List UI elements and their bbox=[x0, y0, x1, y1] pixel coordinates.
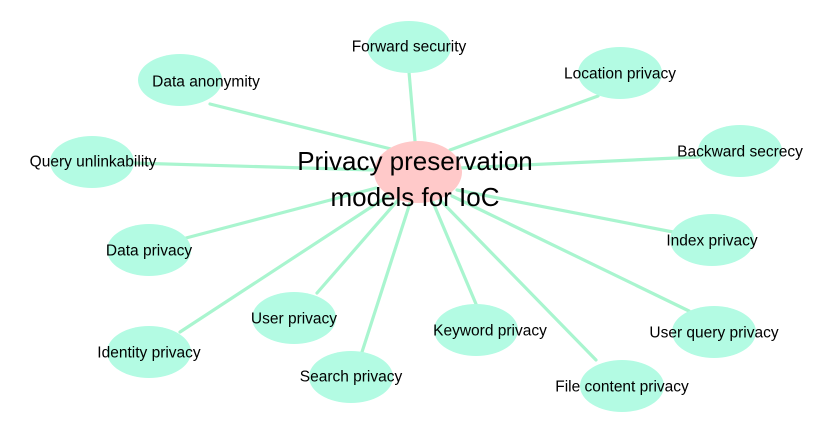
edge-data-anonymity bbox=[208, 102, 397, 152]
node-backward-secrecy-label: Backward secrecy bbox=[677, 144, 803, 161]
node-search-privacy-shape bbox=[309, 351, 393, 403]
node-user-privacy-shape bbox=[252, 292, 336, 344]
edge-index-privacy bbox=[455, 188, 675, 234]
node-data-anonymity-shape bbox=[138, 54, 222, 106]
node-file-content-privacy-label: File content privacy bbox=[555, 379, 689, 396]
node-user-privacy-label: User privacy bbox=[251, 311, 337, 328]
node-data-privacy-label: Data privacy bbox=[106, 243, 192, 260]
node-user-privacy: User privacy bbox=[251, 292, 337, 344]
center-node-title-line-1: Privacy preservation bbox=[297, 146, 533, 176]
edge-location-privacy bbox=[448, 94, 600, 152]
edge-identity-privacy bbox=[178, 194, 390, 334]
edge-user-privacy bbox=[315, 198, 400, 295]
node-keyword-privacy-shape bbox=[434, 304, 518, 356]
node-data-privacy-shape bbox=[107, 224, 191, 276]
edge-keyword-privacy bbox=[430, 198, 478, 306]
node-search-privacy: Search privacy bbox=[300, 351, 403, 403]
node-location-privacy-shape bbox=[578, 47, 662, 99]
center-node-shape bbox=[374, 141, 462, 203]
node-forward-security-label: Forward security bbox=[352, 39, 467, 56]
node-query-unlinkability-label: Query unlinkability bbox=[30, 154, 157, 171]
node-index-privacy-label: Index privacy bbox=[666, 233, 758, 250]
center-node-title-line-2: models for IoC bbox=[330, 182, 499, 212]
edges-layer bbox=[130, 70, 700, 362]
edge-file-content-privacy bbox=[438, 198, 598, 362]
node-identity-privacy: Identity privacy bbox=[97, 326, 201, 378]
node-index-privacy: Index privacy bbox=[666, 214, 758, 266]
node-keyword-privacy: Keyword privacy bbox=[433, 304, 547, 356]
edge-query-unlinkability bbox=[130, 161, 376, 172]
node-identity-privacy-label: Identity privacy bbox=[97, 345, 201, 362]
node-keyword-privacy-label: Keyword privacy bbox=[433, 323, 547, 340]
node-query-unlinkability: Query unlinkability bbox=[30, 136, 157, 188]
edge-user-query-privacy bbox=[450, 194, 691, 313]
node-identity-privacy-shape bbox=[107, 326, 191, 378]
edge-backward-secrecy bbox=[458, 155, 700, 170]
node-user-query-privacy-shape bbox=[672, 306, 756, 358]
node-data-anonymity: Data anonymity bbox=[138, 54, 260, 106]
node-forward-security-shape bbox=[367, 21, 451, 73]
edge-search-privacy bbox=[360, 201, 412, 354]
node-location-privacy-label: Location privacy bbox=[564, 66, 676, 83]
node-file-content-privacy: File content privacy bbox=[555, 360, 689, 412]
node-query-unlinkability-shape bbox=[50, 136, 134, 188]
node-user-query-privacy-label: User query privacy bbox=[649, 325, 778, 342]
node-location-privacy: Location privacy bbox=[564, 47, 676, 99]
node-forward-security: Forward security bbox=[352, 21, 467, 73]
node-data-anonymity-label: Data anonymity bbox=[152, 74, 260, 91]
node-backward-secrecy-shape bbox=[698, 125, 782, 177]
center-node: Privacy preservation models for IoC bbox=[297, 141, 533, 212]
node-user-query-privacy: User query privacy bbox=[649, 306, 779, 358]
node-backward-secrecy: Backward secrecy bbox=[677, 125, 803, 177]
node-search-privacy-label: Search privacy bbox=[300, 369, 403, 386]
node-index-privacy-shape bbox=[670, 214, 754, 266]
edge-data-privacy bbox=[184, 186, 378, 240]
node-file-content-privacy-shape bbox=[580, 360, 664, 412]
edge-forward-security bbox=[407, 70, 417, 143]
node-data-privacy: Data privacy bbox=[106, 224, 192, 276]
